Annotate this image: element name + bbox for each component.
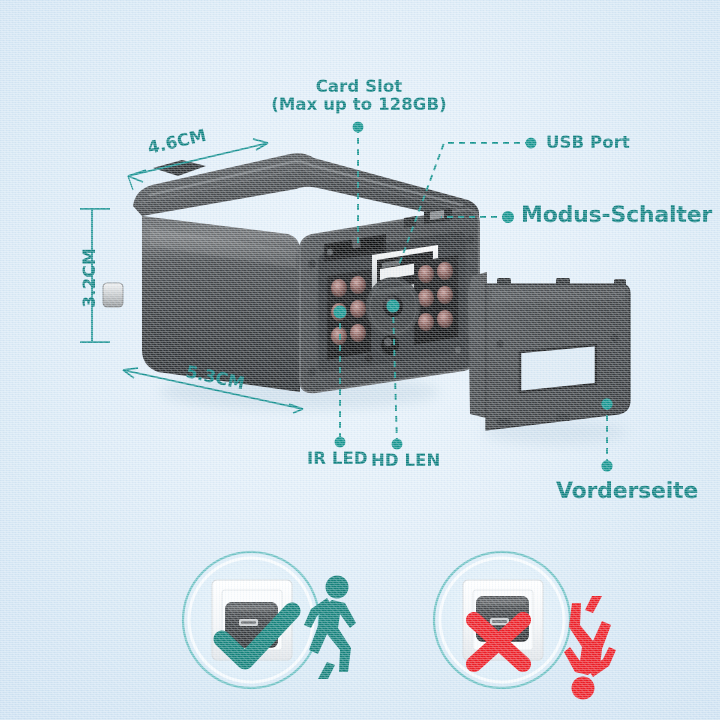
callout-usb-port: USB Port bbox=[546, 133, 630, 152]
callout-vorderseite: Vorderseite bbox=[556, 479, 699, 504]
scene-incorrect bbox=[432, 550, 616, 700]
ac-prong bbox=[102, 282, 124, 308]
dimension-lines bbox=[80, 138, 304, 414]
pedestrian-icon-inverted bbox=[564, 596, 616, 700]
callout-card-slot: Card Slot (Max up to 128GB) bbox=[269, 77, 449, 115]
check-icon bbox=[213, 602, 301, 670]
front-cover-plate bbox=[468, 272, 631, 431]
ir-led-array-left bbox=[327, 269, 371, 360]
callout-dots bbox=[333, 121, 613, 472]
callout-card-slot-line1: Card Slot bbox=[315, 77, 403, 96]
scene-correct bbox=[181, 550, 356, 690]
pedestrian-icon bbox=[304, 575, 356, 679]
callout-ir-led: IR LED bbox=[307, 449, 368, 468]
cross-icon bbox=[466, 612, 531, 672]
callout-hd-len: HD LEN bbox=[371, 451, 441, 470]
ir-led-array-right bbox=[414, 255, 458, 345]
callout-modus-schalter: Modus-Schalter bbox=[521, 203, 713, 228]
callout-card-slot-line2: (Max up to 128GB) bbox=[271, 95, 447, 115]
mode-switch bbox=[404, 208, 452, 228]
callout-leader-lines bbox=[339, 127, 608, 466]
screw-posts bbox=[308, 235, 474, 377]
